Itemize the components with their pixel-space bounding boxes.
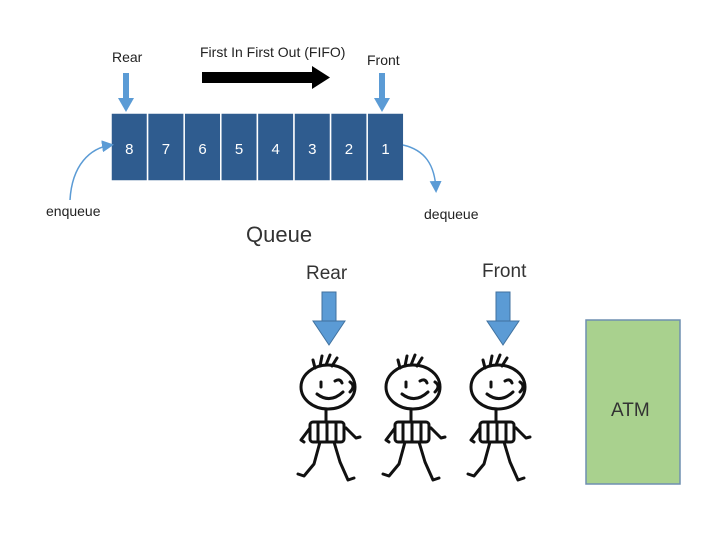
- queue-caption: Queue: [246, 222, 313, 247]
- queue-cell: [183, 112, 222, 182]
- scene-rear-label: Rear: [306, 263, 348, 284]
- front-pointer-arrow: [486, 291, 520, 346]
- queue-cell-value: 3: [308, 141, 316, 158]
- front-marker-arrow: [374, 73, 390, 112]
- queue-cell: [329, 112, 368, 182]
- rear-pointer-arrow: [312, 291, 346, 346]
- queue-cell-value: 7: [162, 141, 170, 158]
- queue-cell-value: 4: [272, 141, 280, 158]
- fifo-arrow: [202, 66, 330, 89]
- queue-cell: [366, 112, 405, 182]
- queue-cell: [293, 112, 332, 182]
- people-in-line: [296, 353, 532, 482]
- rear-label: Rear: [112, 49, 143, 65]
- dequeue-label: dequeue: [424, 206, 479, 222]
- rear-marker-arrow: [118, 73, 134, 112]
- stick-person: [466, 353, 532, 482]
- atm-label: ATM: [611, 400, 650, 421]
- queue-cell-value: 1: [381, 141, 389, 158]
- queue-cell-value: 5: [235, 141, 243, 158]
- enqueue-arrow: [69, 140, 114, 201]
- queue-cell-value: 8: [125, 141, 133, 158]
- stick-person: [296, 353, 362, 482]
- stick-person: [381, 353, 447, 482]
- queue-cell-value: 2: [345, 141, 353, 158]
- queue-diagram: 8 7 6 5 4 3 2 1: [69, 66, 442, 201]
- enqueue-label: enqueue: [46, 203, 101, 219]
- front-label: Front: [367, 52, 400, 68]
- dequeue-arrow: [402, 144, 442, 193]
- scene-front-label: Front: [482, 261, 527, 282]
- queue-cell-value: 6: [198, 141, 206, 158]
- queue-cell: [146, 112, 185, 182]
- fifo-label: First In First Out (FIFO): [200, 44, 346, 60]
- queue-cell: [256, 112, 295, 182]
- queue-cells: 8 7 6 5 4 3 2 1: [110, 112, 405, 182]
